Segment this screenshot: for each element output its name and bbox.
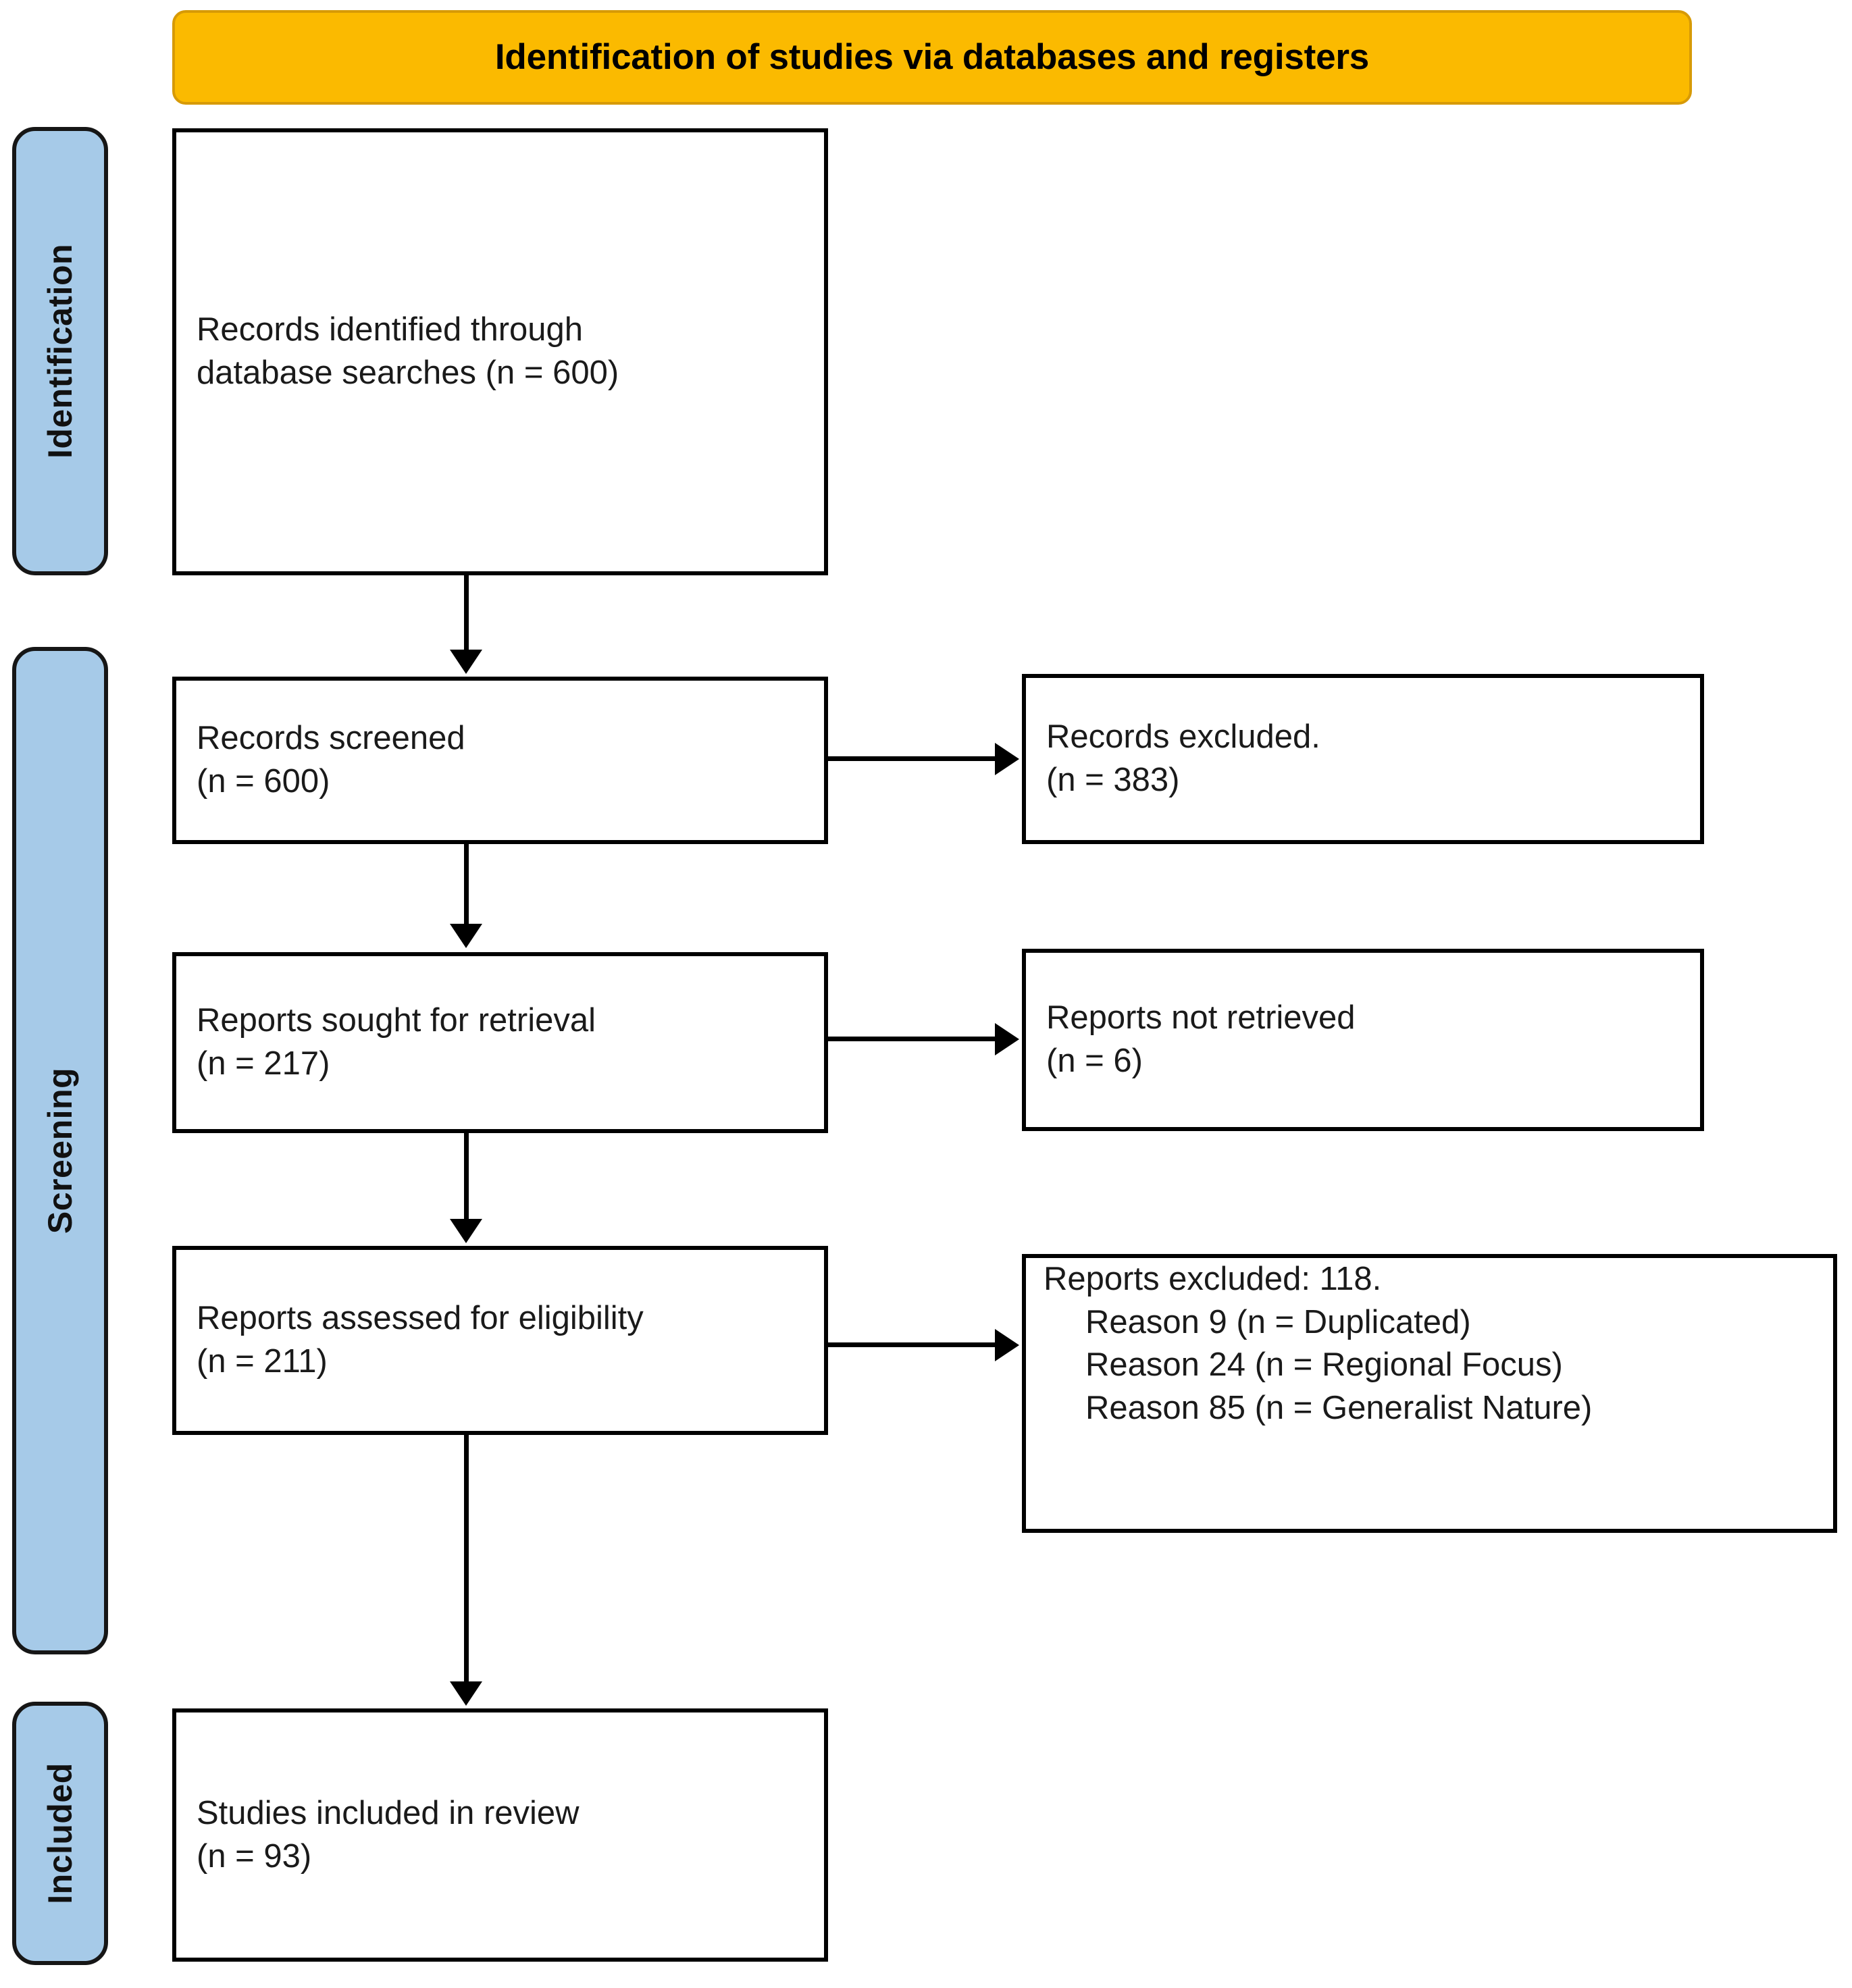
connector-screened-to-sought-line — [464, 844, 469, 926]
box-records-excluded: Records excluded. (n = 383) — [1022, 674, 1704, 844]
connector-sought-to-assessed-line — [464, 1133, 469, 1222]
connector-sought-to-not-retrieved-arrowhead — [995, 1023, 1019, 1055]
connector-identified-to-screened-arrowhead — [450, 650, 482, 674]
box-reports-not-retrieved: Reports not retrieved (n = 6) — [1022, 949, 1704, 1131]
reports-excluded-reason-1: Reason 9 (n = Duplicated) — [1085, 1303, 1471, 1340]
box-studies-included: Studies included in review (n = 93) — [172, 1708, 828, 1962]
stage-pill-identification: Identification — [12, 127, 108, 575]
box-records-identified-text: Records identified through database sear… — [197, 311, 619, 391]
diagram-header-title: Identification of studies via databases … — [494, 36, 1370, 77]
connector-assessed-to-reports-excluded-arrowhead — [995, 1329, 1019, 1361]
reports-excluded-heading: Reports excluded: 118. — [1044, 1261, 1382, 1297]
box-studies-included-text: Studies included in review (n = 93) — [197, 1794, 580, 1875]
box-reports-excluded-reasons: Reports excluded: 118. Reason 9 (n = Dup… — [1022, 1254, 1837, 1533]
connector-screened-to-sought-arrowhead — [450, 924, 482, 948]
box-reports-not-retrieved-text: Reports not retrieved (n = 6) — [1046, 999, 1356, 1079]
box-records-identified: Records identified through database sear… — [172, 128, 828, 575]
reports-excluded-reason-3: Reason 85 (n = Generalist Nature) — [1085, 1390, 1593, 1427]
box-reports-assessed-text: Reports assessed for eligibility (n = 21… — [197, 1300, 644, 1380]
connector-screened-to-excluded-line — [828, 756, 998, 761]
reports-excluded-reason-2: Reason 24 (n = Regional Focus) — [1085, 1346, 1563, 1384]
stage-label-identification: Identification — [41, 243, 80, 459]
box-records-excluded-text: Records excluded. (n = 383) — [1046, 718, 1320, 798]
connector-sought-to-assessed-arrowhead — [450, 1219, 482, 1243]
connector-screened-to-excluded-arrowhead — [995, 743, 1019, 775]
connector-assessed-to-included-arrowhead — [450, 1681, 482, 1706]
box-reports-sought-text: Reports sought for retrieval (n = 217) — [197, 1002, 596, 1082]
box-reports-assessed: Reports assessed for eligibility (n = 21… — [172, 1246, 828, 1435]
stage-pill-included: Included — [12, 1702, 108, 1965]
stage-pill-screening: Screening — [12, 647, 108, 1654]
reports-excluded-list: Reports excluded: 118. Reason 9 (n = Dup… — [1026, 1258, 1610, 1430]
diagram-header-banner: Identification of studies via databases … — [172, 10, 1692, 105]
connector-identified-to-screened-line — [464, 575, 469, 652]
connector-assessed-to-reports-excluded-line — [828, 1342, 998, 1347]
stage-label-included: Included — [41, 1762, 80, 1904]
connector-assessed-to-included-line — [464, 1435, 469, 1684]
stage-label-screening: Screening — [41, 1067, 79, 1234]
box-records-screened-text: Records screened (n = 600) — [197, 720, 465, 800]
box-records-screened: Records screened (n = 600) — [172, 677, 828, 844]
box-reports-sought: Reports sought for retrieval (n = 217) — [172, 952, 828, 1133]
connector-sought-to-not-retrieved-line — [828, 1037, 998, 1041]
